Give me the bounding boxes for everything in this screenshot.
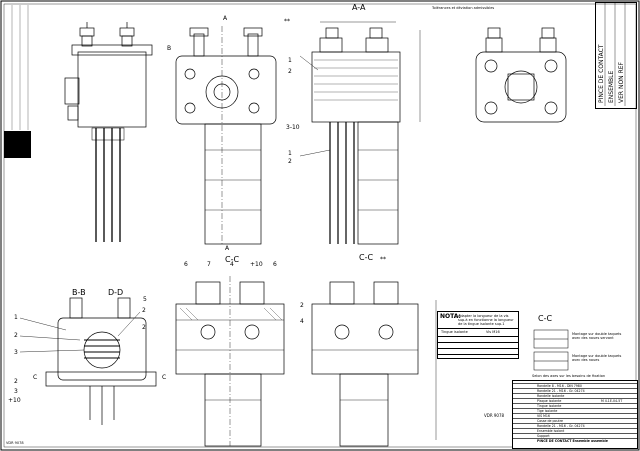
callout: 7 <box>207 261 211 268</box>
parts-row: Rondelle isolante <box>537 394 565 398</box>
marker-dim-3-10: 3-10 <box>286 124 300 131</box>
note-a: Montage sur double taquets avec des noue… <box>572 332 622 340</box>
note-table-head-right: Vis M16 <box>486 330 500 334</box>
callout: 2 <box>14 378 18 385</box>
ref-right: M 4.1E-04-5T <box>601 399 623 403</box>
marker-b: B <box>167 45 172 52</box>
callout: 1 <box>288 57 292 64</box>
parts-row: VIS M16 <box>537 414 550 418</box>
sheet-inner-border <box>3 3 637 448</box>
side-title-stamp: PINCE DE CONTACT ENSEMBLE VER NON REF <box>595 2 637 109</box>
marker-a-top: A <box>223 15 228 22</box>
callout: 3 <box>14 388 18 395</box>
callout: 2 <box>300 302 304 309</box>
view-front-center <box>175 26 277 246</box>
parts-row: Tige isolante <box>537 409 558 413</box>
parts-row: Plaque isolante <box>537 399 562 403</box>
view-section-bb-dd <box>45 297 157 425</box>
label-section-dd: D-D <box>108 288 124 297</box>
parts-row: Tingue isolante <box>537 404 562 408</box>
marker-c-left: C <box>33 374 38 381</box>
note-c: Selon des axes sur les besoins de fixati… <box>532 374 606 378</box>
marker-star2: ** <box>380 256 386 263</box>
parts-row: Rondelle 21 - M16 - Gr. 04274 <box>537 389 585 393</box>
leader-lines <box>19 55 331 353</box>
side-stamp-lines <box>604 3 626 106</box>
callout: 1 <box>288 150 292 157</box>
note-table: NOTA: Adapter la longueur de la vis sup.… <box>437 311 519 359</box>
view-front-left <box>64 22 153 242</box>
marker-star: ** <box>284 18 290 25</box>
parts-row: Rondelle 8 - M16 - DIN 7980 <box>537 384 582 388</box>
bottom-small-ref: VDR 9078 <box>6 441 24 445</box>
note-table-head-left: Tingue isolante <box>441 330 468 334</box>
marker-plus10: +10 <box>8 397 21 404</box>
callout: 4 <box>230 261 234 268</box>
callout: +10 <box>250 261 263 268</box>
callout: 2 <box>288 158 292 165</box>
drawing-ref: VDR 9078 <box>484 413 505 418</box>
label-section-bb: B-B <box>72 288 86 297</box>
black-registration-mark <box>4 131 31 158</box>
view-section-cc-right <box>311 281 437 447</box>
label-section-cc-right: C-C <box>359 253 374 262</box>
callout: 2 <box>142 324 146 331</box>
view-detail-cc-small <box>533 329 569 371</box>
view-plan-right <box>475 27 567 123</box>
callout: 6 <box>184 261 188 268</box>
parts-row-title: PINCE DE CONTACT Ensemble assemble <box>537 439 608 443</box>
callout: 4 <box>300 318 304 325</box>
view-section-aa <box>311 21 421 245</box>
note-label: NOTA: <box>440 313 461 320</box>
stamp-line-3: VER NON REF <box>618 62 625 103</box>
label-cc-detail: C-C <box>538 314 553 323</box>
parts-row: Support <box>537 434 550 438</box>
view-section-cc-left <box>175 276 285 447</box>
marker-a-bottom: A <box>225 245 230 252</box>
stamp-line-2: ENSEMBLE <box>608 70 615 103</box>
left-margin-ruler <box>11 5 29 130</box>
parts-row: Ensemble isolant <box>537 429 565 433</box>
note-b: Montage sur double taquets avec des noue… <box>572 354 622 362</box>
callout: 6 <box>273 261 277 268</box>
label-section-cc-left: C-C <box>225 255 240 264</box>
top-tolerance-note: Tolérances et déviation admissibles <box>432 6 495 10</box>
callout: 5 <box>143 296 147 303</box>
callout: 2 <box>288 68 292 75</box>
parts-row: Cosse de poutre <box>537 419 563 423</box>
marker-c-right: C <box>162 374 167 381</box>
stamp-line-1: PINCE DE CONTACT <box>598 44 605 103</box>
callout: 2 <box>142 307 146 314</box>
callout: 3 <box>14 349 18 356</box>
note-text: Adapter la longueur de la vis sup.à en f… <box>458 314 514 326</box>
label-section-aa: A-A <box>352 3 366 12</box>
callout: 1 <box>14 314 18 321</box>
parts-row: Rondelle 21 - M16 - Gr. 04274 <box>537 424 585 428</box>
parts-list-title-block: Rondelle 8 - M16 - DIN 7980 Rondelle 21 … <box>512 380 638 449</box>
callout: 2 <box>14 332 18 339</box>
